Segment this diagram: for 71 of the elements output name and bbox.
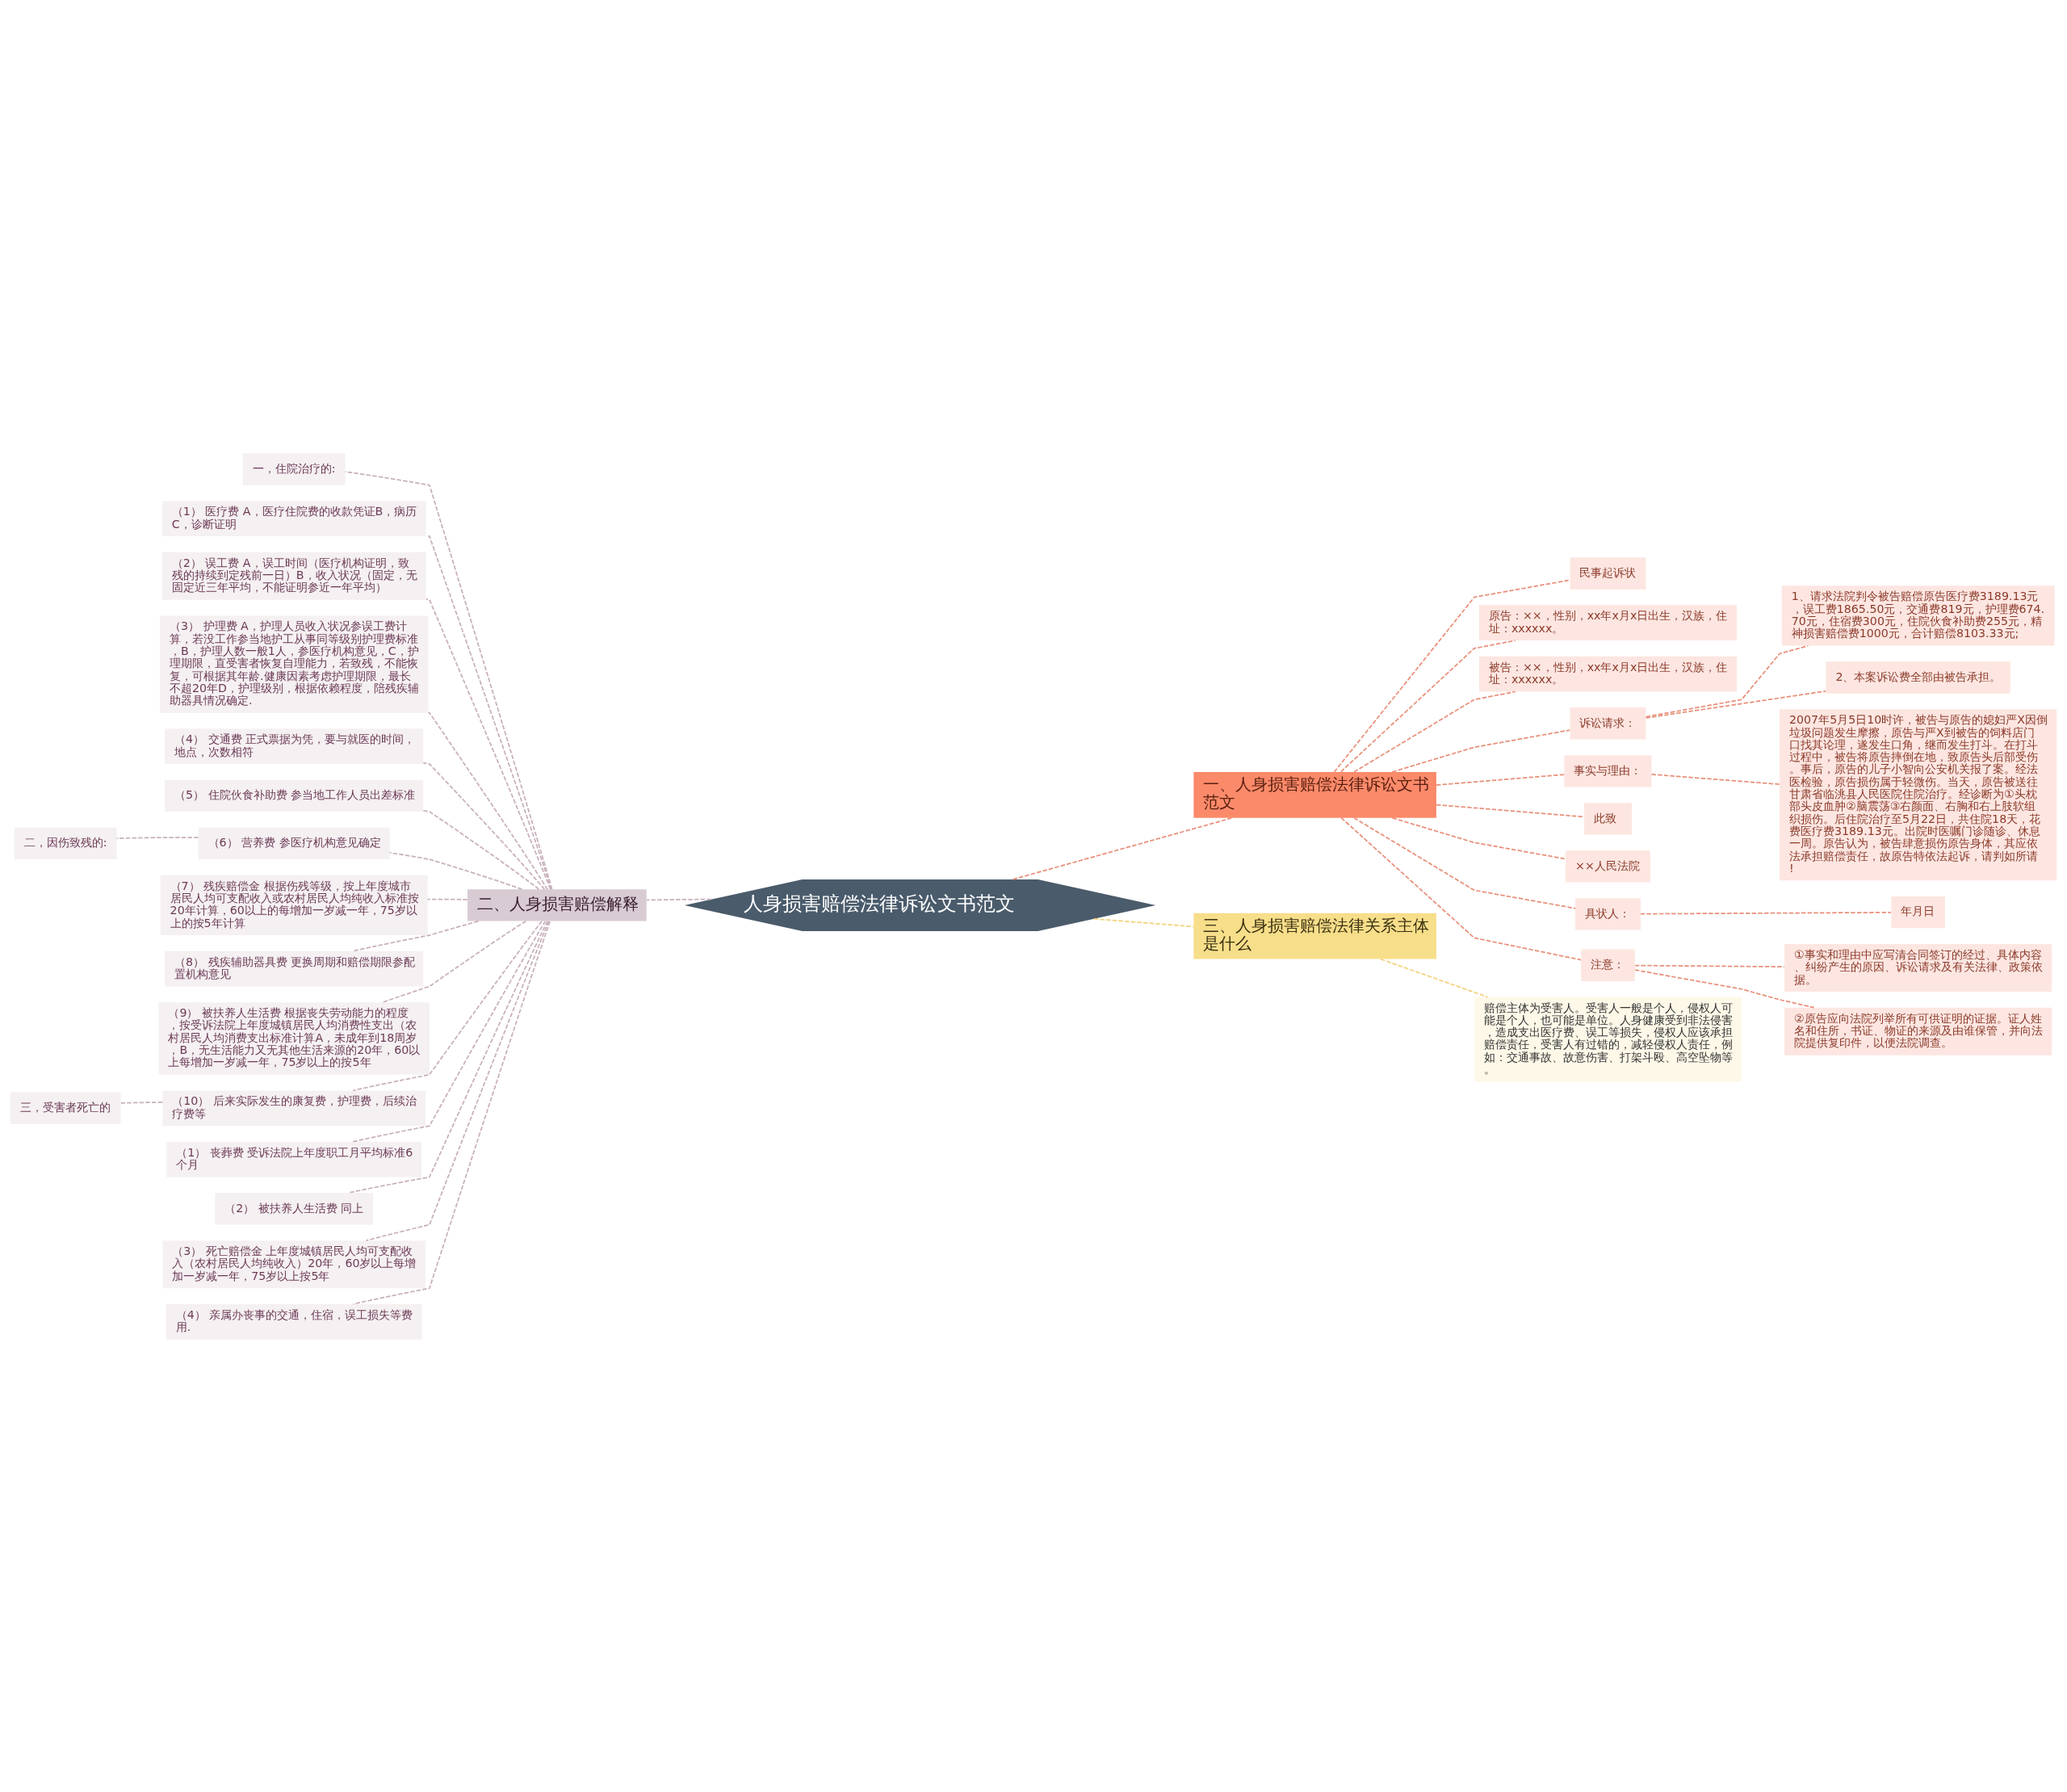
node-box: 2、本案诉讼费全部由被告承担。 (1826, 661, 2010, 694)
node-box: （1） 丧葬费 受诉法院上年度职工月平均标准6个月 (166, 1141, 422, 1177)
connector (352, 920, 543, 1091)
connector (1012, 816, 1233, 880)
node-box: （2） 被扶养人生活费 同上 (215, 1192, 373, 1225)
node-box: （7） 残疾赔偿金 根据伤残等级，按上年度城市居民人均可支配收入或农村居民人均纯收入标准按20年计算，60以上的每增加一岁减一年，75岁以上的按5年计算 (160, 875, 428, 935)
connector (115, 836, 199, 839)
connector (119, 1101, 164, 1104)
connector (422, 762, 546, 890)
connector (382, 920, 527, 1003)
connector (352, 920, 480, 952)
connector (1436, 804, 1585, 817)
connector (1634, 968, 1815, 1009)
node-box: 1、请求法院判令被告赔偿原告医疗费3189.13元，误工费1865.50元，交通费819元，护理费674.70元，住宿费300元，住院伙食补助费255元，精神损害赔偿费1000元，合计赔偿8103.33元; (1781, 585, 2055, 646)
connector (352, 920, 551, 1305)
connector (1634, 964, 1785, 967)
node-box: 注意： (1581, 949, 1635, 981)
node-box: 三、人身损害赔偿法律关系主体是什么 (1193, 913, 1436, 959)
node-box: （8） 残疾辅助器具费 更换周期和赔偿期限参配置机构意见 (165, 951, 424, 986)
connector (425, 534, 552, 890)
node-box: 二、人身损害赔偿解释 (467, 888, 647, 921)
connector (1340, 816, 1582, 960)
node-box: （3） 死亡赔偿金 上年度城镇居民人均可支配收入（农村居民人均纯收入）20年，60岁以上每增加一岁减一年，75岁以上按5年 (162, 1240, 426, 1288)
connector (1436, 773, 1566, 786)
connector (1333, 578, 1570, 773)
connector (388, 851, 523, 890)
node-box: ××人民法院 (1566, 850, 1650, 882)
connector (365, 920, 550, 1241)
node-box: 被告：××，性别，xx年x月x日出生，汉族，住址：xxxxxx。 (1478, 656, 1737, 691)
node-box: 诉讼请求： (1570, 707, 1646, 739)
node-box: 2007年5月5日10时许，被告与原告的媳妇严X因倒垃圾问题发生摩擦，原告与严X到被告的饲料店门口找其论理，遂发生口角，继而发生打斗。在打斗过程中，被告将原告摔倒在地，致原告头后部受伤。事后，原告的儿子小智向公安机关报了案。经法医检验，原告损伤属于轻微伤。当天，原告被送往甘肃省临洮县人民医院住院治疗。经诊断为①头枕部头皮血肿②脑震荡③右颜面、右胸和右上肢软组织损伤。后住院治疗至5月22日，共住院18天，花费医疗费3189.13元。出院时医嘱门诊随诊、休息一周。原告认为，被告肆意损伤原告身体，其应依法承担赔偿责任，故原告特依法起诉，请判如所请! (1780, 708, 2057, 880)
node-box: （5） 住院伙食补助费 参当地工作人员出差标准 (165, 779, 424, 812)
connector (1640, 911, 1892, 914)
node-box: 民事起诉状 (1570, 556, 1646, 590)
node-box: 原告：××，性别，xx年x月x日出生，汉族，住址：xxxxxx。 (1478, 604, 1737, 640)
node-box: 具状人： (1575, 897, 1641, 930)
node-box: 一，住院治疗的: (242, 452, 346, 485)
connector (347, 920, 548, 1194)
node-box: 事实与理由： (1564, 754, 1652, 787)
node-box: ①事实和理由中应写清合同签订的经过、具体内容、纠纷产生的原因、诉讼请求及有关法律、政策依据。 (1784, 943, 2052, 992)
node-box: （4） 亲属办丧事的交通，住宿，误工损失等费用. (166, 1303, 422, 1340)
node-box: （10） 后来实际发生的康复费，护理费，后续治疗费等 (162, 1089, 426, 1126)
connector (646, 898, 712, 900)
connector (426, 898, 468, 900)
connector (1093, 917, 1195, 927)
connector (1645, 644, 1809, 717)
node-box: 赔偿主体为受害人。受害人一般是个人，侵权人可能是个人，也可能是单位。人身健康受到非法侵害，造成支出医疗费、误工等损失，侵权人应该承担赔偿责任，受害人有过错的，减轻侵权人责任，例如：交通事故、故意伤害、打架斗殴、高空坠物等。 (1474, 997, 1742, 1081)
node-box: 年月日 (1891, 896, 1945, 928)
node-box: （6） 营养费 参医疗机构意见确定 (198, 827, 390, 859)
connector (1340, 639, 1516, 772)
connector (1391, 728, 1570, 773)
node-box: 此致 (1583, 802, 1632, 834)
connector (1353, 690, 1516, 773)
node-box: ②原告应向法院列举所有可供证明的证据。证人姓名和住所，书证、物证的来源及由谁保管，并向法院提供复印件，以便法院调查。 (1784, 1007, 2052, 1055)
node-box: 二，因伤致残的: (14, 827, 117, 859)
node-box: （9） 被扶养人生活费 根据丧失劳动能力的程度，按受诉法院上年度城镇居民人均消费性支出（农村居民人均消费支出标准计算A，未成年到18周岁，B，无生活能力又无其他生活来源的20年，60以上每增加一岁减一年，75岁以上的按5年 (158, 1001, 430, 1075)
connector (1353, 816, 1576, 909)
connector (425, 598, 551, 890)
connector (352, 920, 547, 1143)
node-box: （2） 误工费 A，误工时间（医疗机构证明，致残的持续到定残前一日）B，收入状况（固定，无固定近三年平均，不能证明参近一年平均） (161, 552, 426, 600)
node-box: 一、人身损害赔偿法律诉讼文书范文 (1193, 771, 1436, 818)
connector (427, 711, 548, 890)
connector (344, 470, 553, 890)
connector (1391, 816, 1566, 859)
node-box: 三，受害者死亡的 (10, 1092, 121, 1124)
node-box: （4） 交通费 正式票据为凭，要与就医的时间，地点，次数相符 (165, 728, 424, 764)
connector (1645, 690, 1826, 719)
connector (1380, 958, 1489, 997)
connector (422, 809, 540, 890)
connector (1650, 773, 1780, 785)
node-box: （3） 护理费 A，护理人员收入状况参误工费计算，若没工作参当地护工从事同等级别护理费标准，B，护理人数一般1人，参医疗机构意见，C，护理期限，直受害者恢复自理能力，若致残，不能恢复，可根据其年龄.健康因素考虑护理期限，最长不超20年D，护理级别，根据依赖程度，陪残疾辅助器具情况确定. (160, 615, 429, 713)
